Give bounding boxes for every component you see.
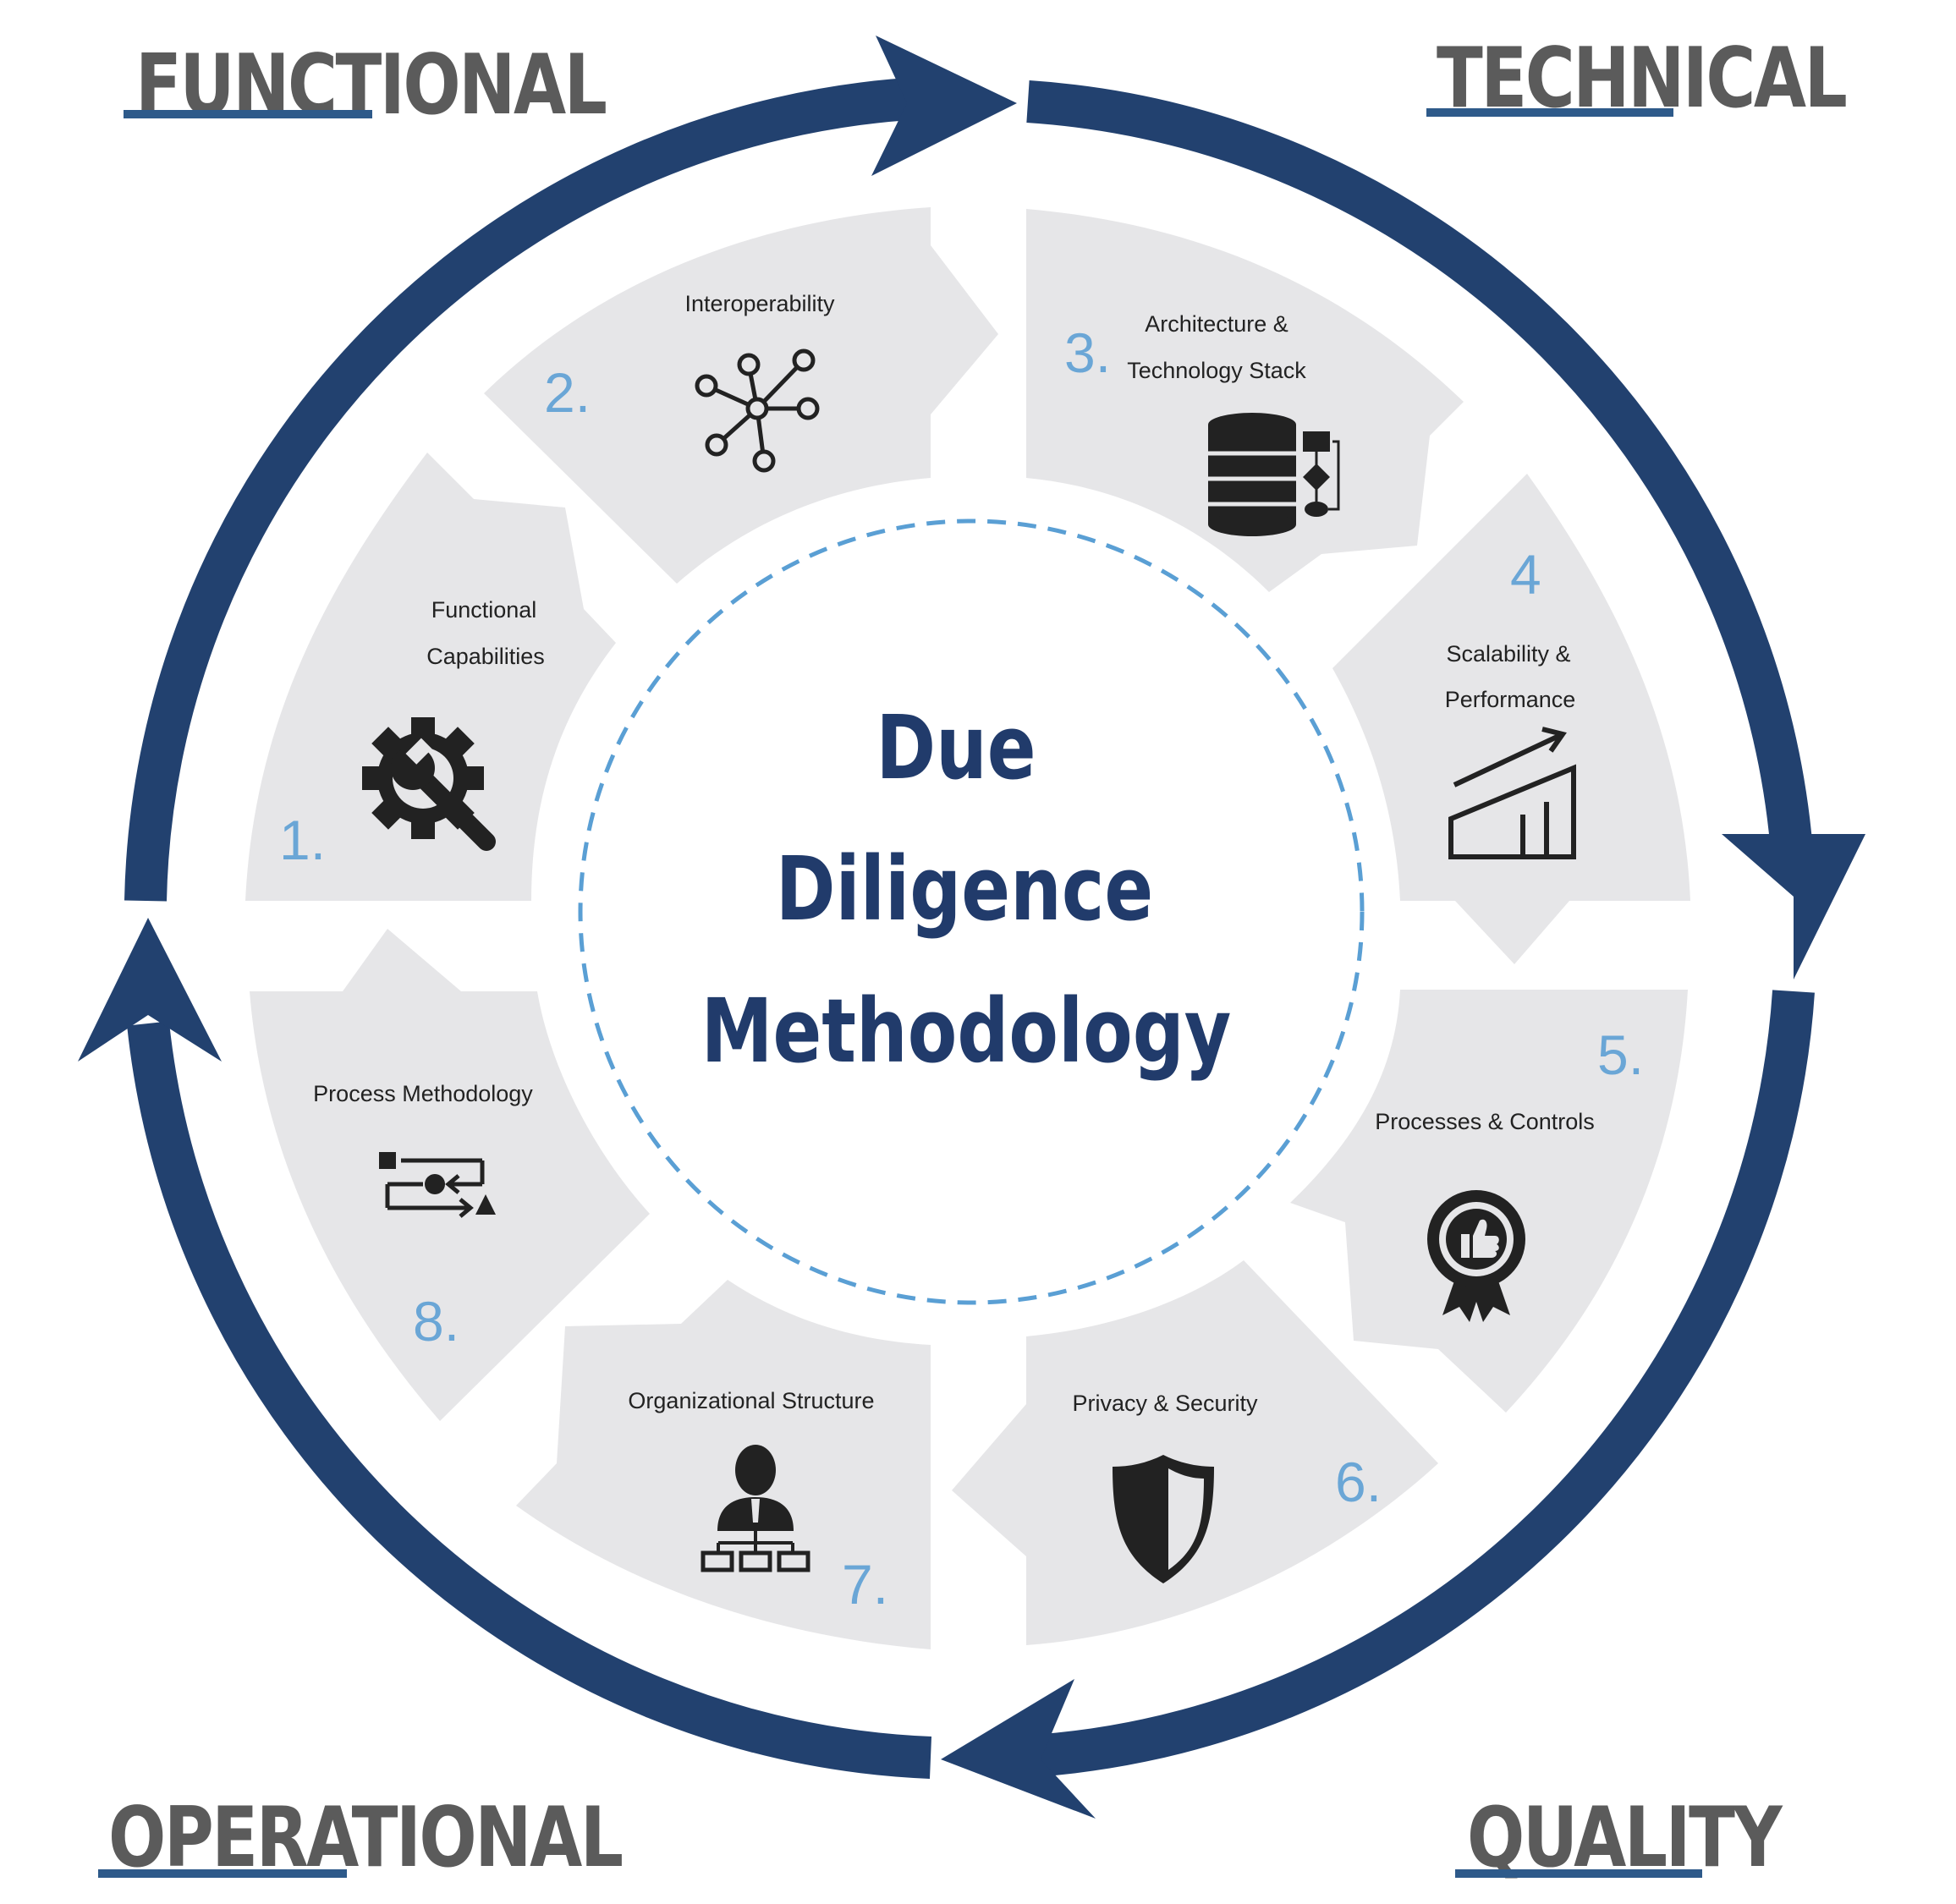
- segment-background: [250, 929, 650, 1421]
- segment-background: [516, 1280, 931, 1649]
- corner-underline-technical: [1426, 108, 1673, 117]
- segment-6[interactable]: Privacy & Security 6.: [952, 1260, 1438, 1645]
- corner-label-quality: QUALITY: [1467, 1790, 1783, 1886]
- segment-title-line: Scalability &: [1446, 641, 1570, 667]
- segment-number: 7.: [842, 1553, 888, 1616]
- arrowhead-left: [78, 918, 222, 1062]
- growth-chart-icon: [1448, 727, 1576, 859]
- segment-number: 4: [1510, 543, 1541, 606]
- segment-7[interactable]: Organizational Structure 7.: [516, 1280, 931, 1649]
- center-title-line-3: Methodology: [701, 981, 1232, 1083]
- process-flow-icon: [379, 1152, 496, 1218]
- corner-label-operational: OPERATIONAL: [108, 1790, 624, 1886]
- corner-label-technical: TECHNICAL: [1437, 30, 1848, 127]
- ring-arc-top-left: [124, 77, 924, 902]
- segment-background: [484, 207, 998, 584]
- segment-8[interactable]: Process Methodology 8.: [250, 929, 650, 1421]
- segment-title-line: Capabilities: [426, 644, 545, 669]
- segment-3[interactable]: Architecture & Technology Stack 3.: [1026, 209, 1464, 592]
- segment-background: [952, 1260, 1438, 1645]
- database-flowchart-icon: [1208, 413, 1340, 536]
- segment-number: 3.: [1064, 321, 1111, 384]
- segment-1[interactable]: Functional Capabilities 1.: [245, 453, 616, 901]
- segment-number: 5.: [1597, 1023, 1644, 1086]
- segment-title-line: Architecture &: [1145, 311, 1288, 337]
- center-title: Due Diligence Methodology: [701, 698, 1232, 1083]
- segment-5[interactable]: 5. Processes & Controls: [1290, 990, 1688, 1413]
- segment-4[interactable]: 4 Scalability & Performance: [1332, 474, 1690, 964]
- corner-underline-functional: [124, 110, 372, 118]
- corner-underline-quality: [1455, 1869, 1702, 1878]
- segment-title-line: Performance: [1445, 687, 1576, 712]
- dashed-center-circle: [578, 519, 1365, 1305]
- segment-title-line: Organizational Structure: [628, 1388, 874, 1413]
- cycle-arrowheads: [78, 36, 1865, 1819]
- segment-2[interactable]: Interoperability 2.: [484, 207, 998, 584]
- segment-background: [1332, 474, 1690, 964]
- shield-icon: [1113, 1455, 1214, 1583]
- segment-number: 1.: [279, 809, 326, 871]
- gear-wrench-icon: [362, 717, 496, 851]
- segment-number: 6.: [1335, 1451, 1382, 1513]
- segment-title-line: Privacy & Security: [1072, 1391, 1258, 1416]
- center-title-line-2: Diligence: [776, 839, 1153, 941]
- award-badge-icon: [1427, 1190, 1525, 1322]
- network-nodes-icon: [695, 348, 820, 473]
- ring-arc-bottom-left: [127, 1021, 932, 1779]
- center-title-line-1: Due: [876, 698, 1036, 799]
- segment-background: [1026, 209, 1464, 592]
- arrowhead-top: [871, 36, 1017, 176]
- org-chart-icon: [701, 1445, 810, 1572]
- arrowhead-right: [1722, 834, 1865, 979]
- segment-title-line: Functional: [431, 597, 537, 623]
- segment-number: 8.: [413, 1290, 459, 1353]
- segment-title-line: Processes & Controls: [1375, 1109, 1595, 1134]
- arrowhead-bottom: [941, 1679, 1096, 1819]
- cycle-ring: [124, 77, 1815, 1779]
- segment-background: [245, 453, 616, 901]
- segment-title-line: Technology Stack: [1127, 358, 1306, 383]
- ring-arc-bottom-right: [999, 990, 1815, 1779]
- segment-title-line: Interoperability: [684, 291, 835, 316]
- corner-underline-operational: [98, 1869, 347, 1878]
- segment-title-line: Process Methodology: [313, 1081, 533, 1106]
- segment-number: 2.: [544, 361, 591, 424]
- ring-arc-top-right: [1026, 80, 1815, 877]
